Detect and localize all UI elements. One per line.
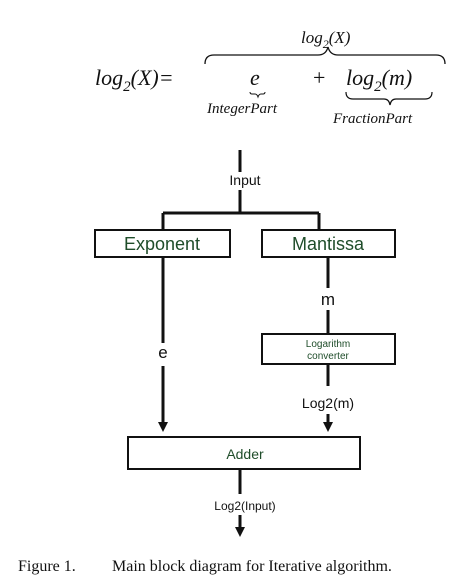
fraction-underbrace [345, 91, 433, 106]
formula-lhs: log2(X)= [95, 65, 174, 95]
integer-part-label: IntegerPart [206, 101, 278, 117]
formula: log2(X) log2(X)= e IntegerPart + log2(m)… [95, 28, 446, 127]
e-label: e [158, 343, 167, 362]
exponent-label: Exponent [124, 234, 200, 254]
adder-block [127, 436, 361, 470]
top-brace [204, 46, 446, 65]
mantissa-block [261, 229, 396, 258]
input-label: Input [229, 172, 260, 188]
fraction-part-label: FractionPart [332, 111, 413, 127]
m-term: log2(m) [346, 65, 412, 95]
plus-sign: + [313, 65, 325, 90]
figure-number: Figure 1. [18, 558, 76, 575]
adder-label: Adder [226, 446, 264, 462]
m-label: m [321, 290, 335, 309]
block-diagram: Input Exponent Mantissa e m Logarithm co… [94, 150, 396, 537]
mantissa-label: Mantissa [292, 234, 365, 254]
caption-text: Main block diagram for Iterative algorit… [112, 558, 392, 575]
figure-caption: Figure 1. Main block diagram for Iterati… [18, 558, 392, 575]
integer-underbrace [249, 91, 266, 99]
log2m-label: Log2(m) [302, 395, 354, 411]
top-brace-label: log2(X) [301, 28, 351, 51]
e-term: e [250, 65, 260, 90]
output-label: Log2(Input) [214, 499, 275, 513]
log-converter-line2: converter [307, 351, 349, 362]
log-converter-line1: Logarithm [306, 339, 350, 350]
